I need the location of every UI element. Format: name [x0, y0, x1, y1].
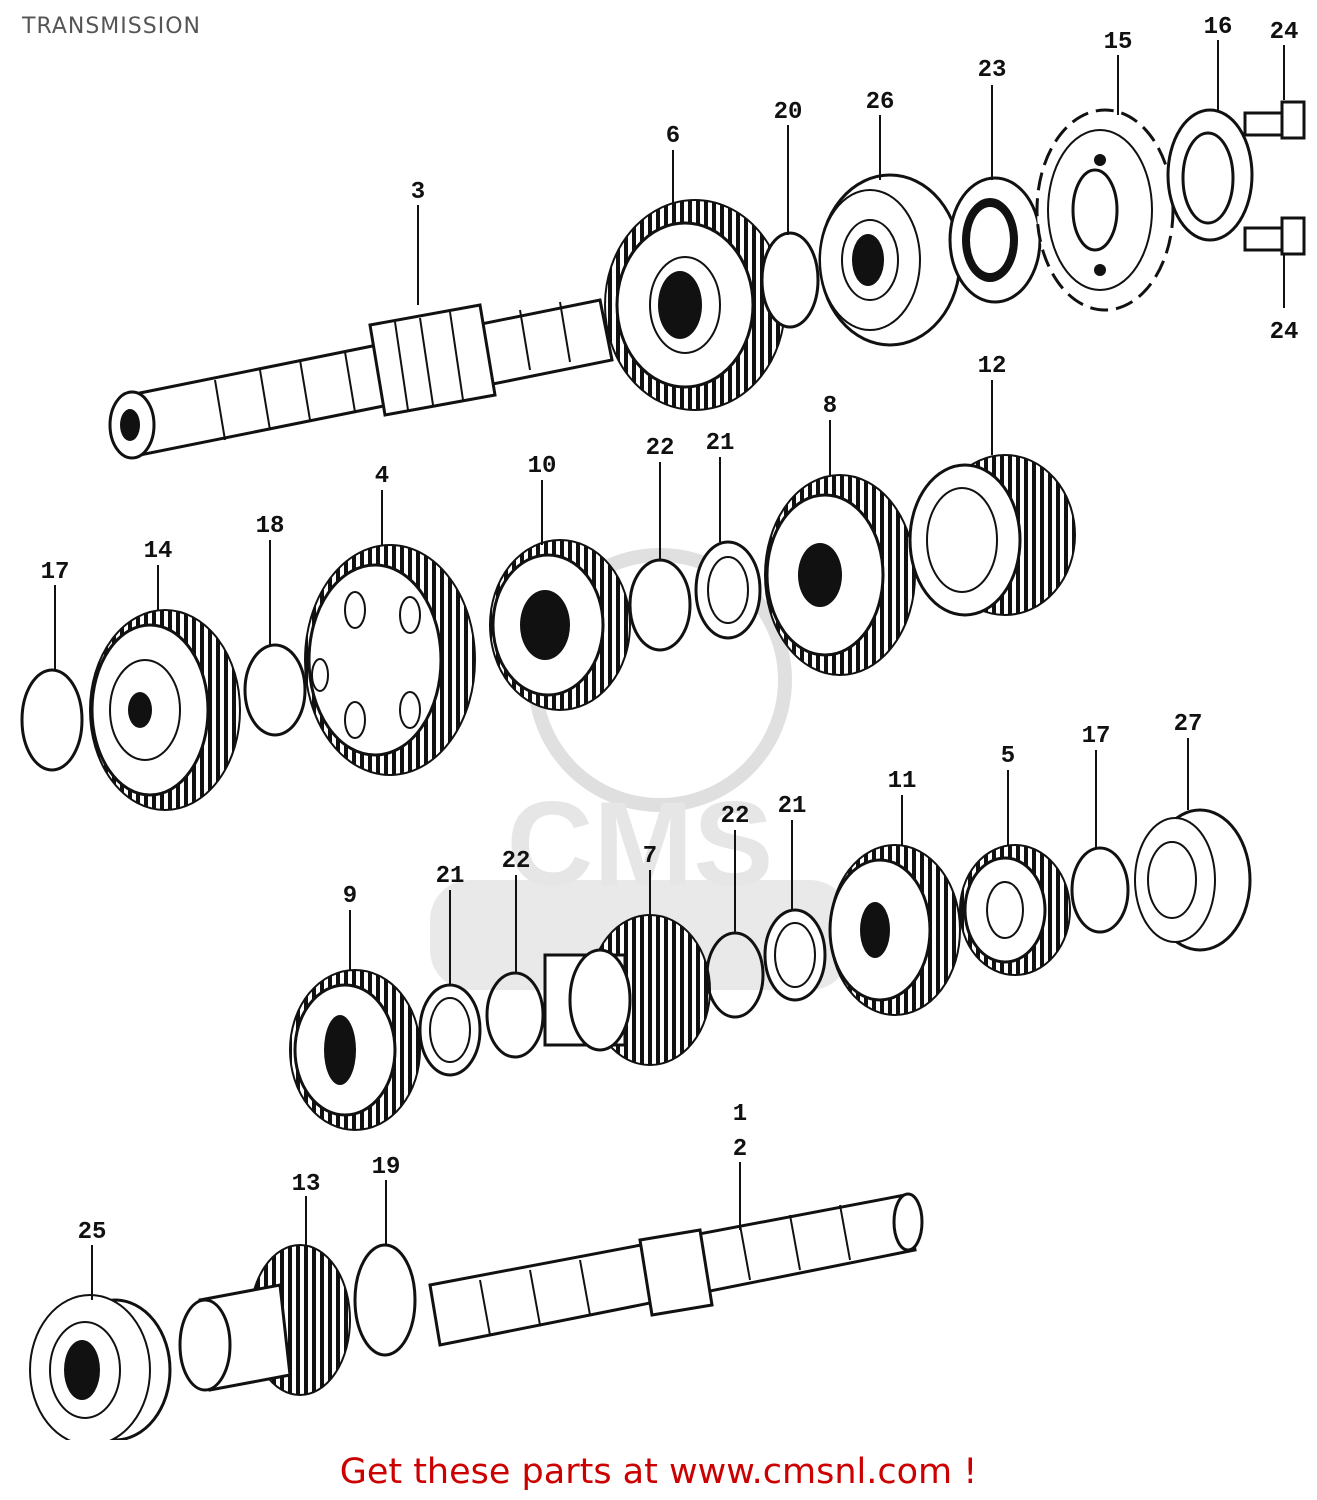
- callout-19: 19: [372, 1154, 401, 1181]
- part-20-washer[interactable]: [760, 231, 820, 329]
- callout-24-upper: 24: [1270, 19, 1299, 46]
- callout-22-lower-right: 22: [721, 803, 750, 830]
- part-21-washer[interactable]: [694, 540, 762, 640]
- part-6-gear[interactable]: [604, 199, 786, 411]
- callout-3: 3: [411, 179, 425, 206]
- part-1-2-mainshaft[interactable]: [428, 1192, 924, 1347]
- diagram-title: TRANSMISSION: [22, 14, 201, 39]
- watermark-text: CMS: [507, 777, 774, 911]
- part-25-bearing[interactable]: [29, 1294, 172, 1440]
- callout-27: 27: [1174, 711, 1203, 738]
- part-3-countershaft[interactable]: [108, 298, 614, 460]
- callout-20: 20: [774, 99, 803, 126]
- part-11-gear[interactable]: [828, 844, 961, 1016]
- footer-link-text[interactable]: Get these parts at www.cmsnl.com !: [339, 1452, 978, 1492]
- callout-11: 11: [888, 768, 917, 795]
- part-17-washer-lower[interactable]: [1070, 846, 1130, 934]
- callout-17-lower: 17: [1082, 723, 1111, 750]
- part-4-gear[interactable]: [304, 544, 476, 776]
- callout-22-upper: 22: [646, 435, 675, 462]
- transmission-exploded-diagram: CMS: [20, 14, 1306, 1440]
- part-26-bearing[interactable]: [818, 173, 962, 347]
- part-7-gear[interactable]: [543, 914, 711, 1066]
- callout-10: 10: [528, 453, 557, 480]
- callout-8: 8: [823, 393, 837, 420]
- callout-4: 4: [375, 463, 389, 490]
- part-12-gear[interactable]: [908, 454, 1076, 617]
- callout-1: 1: [733, 1101, 747, 1128]
- callout-13: 13: [292, 1171, 321, 1198]
- callout-26: 26: [866, 89, 895, 116]
- part-24-bolt-upper[interactable]: [1243, 100, 1306, 140]
- part-23-oil-seal[interactable]: [948, 176, 1042, 304]
- callout-2: 2: [733, 1136, 747, 1163]
- callout-14: 14: [144, 538, 173, 565]
- callout-24-lower: 24: [1270, 319, 1299, 346]
- part-21-washer-lower-right[interactable]: [763, 908, 827, 1002]
- leader-lines: [54, 40, 1285, 1300]
- part-10-gear[interactable]: [489, 539, 631, 711]
- callout-16: 16: [1204, 14, 1233, 41]
- part-14-gear[interactable]: [89, 609, 241, 811]
- part-9-gear[interactable]: [289, 969, 421, 1131]
- callout-17-upper: 17: [41, 559, 70, 586]
- part-5-gear[interactable]: [959, 844, 1071, 976]
- callout-22-lower-left: 22: [502, 848, 531, 875]
- callout-23: 23: [978, 57, 1007, 84]
- part-17-washer[interactable]: [20, 668, 84, 772]
- callout-15: 15: [1104, 29, 1133, 56]
- callout-9: 9: [343, 883, 357, 910]
- part-16-fixing-plate[interactable]: [1166, 108, 1254, 242]
- callout-6: 6: [666, 123, 680, 150]
- callout-21-lower-left: 21: [436, 863, 465, 890]
- part-13-gear[interactable]: [178, 1244, 351, 1396]
- part-21-washer-lower-left[interactable]: [418, 983, 482, 1077]
- callout-5: 5: [1001, 743, 1015, 770]
- callout-21-lower-right: 21: [778, 793, 807, 820]
- part-24-bolt-lower[interactable]: [1243, 216, 1306, 256]
- part-18-washer[interactable]: [243, 643, 307, 737]
- part-19-washer[interactable]: [353, 1243, 417, 1357]
- part-15-drive-sprocket[interactable]: [1035, 108, 1175, 312]
- part-27-bearing[interactable]: [1134, 808, 1252, 952]
- callout-12: 12: [978, 353, 1007, 380]
- part-22-circlip[interactable]: [628, 558, 692, 652]
- callout-18: 18: [256, 513, 285, 540]
- callout-21-upper: 21: [706, 430, 735, 457]
- callout-25: 25: [78, 1219, 107, 1246]
- callout-7: 7: [643, 843, 657, 870]
- part-8-gear[interactable]: [764, 474, 916, 676]
